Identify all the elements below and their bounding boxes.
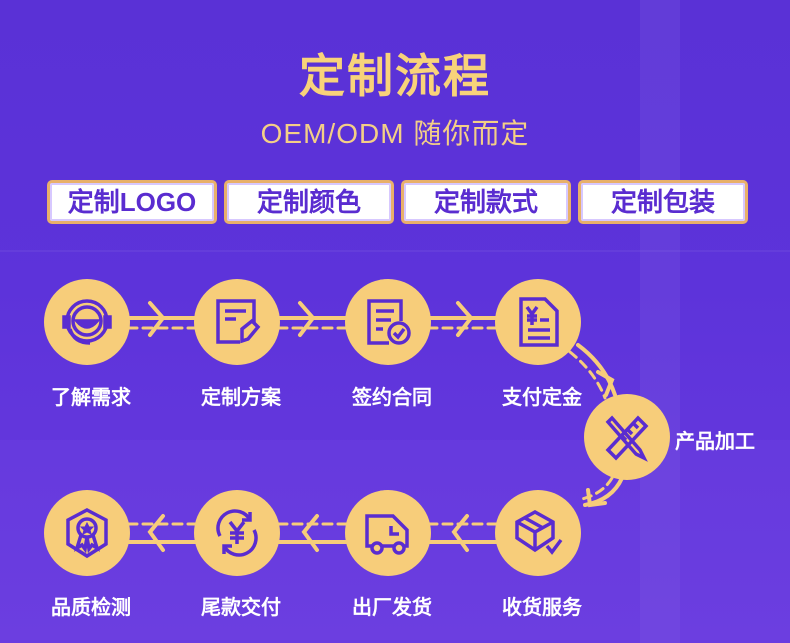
quality-badge-icon: [66, 508, 108, 559]
tag-custom-color: 定制颜色: [224, 180, 394, 224]
connector-row-1: [126, 301, 502, 337]
step-label: 产品加工: [675, 431, 755, 453]
step-receiving-service: [495, 490, 581, 576]
step-final-payment: [194, 490, 280, 576]
ruler-pencil-icon: [605, 415, 649, 462]
step-label: 定制方案: [201, 387, 281, 409]
step-label: 出厂发货: [352, 597, 432, 619]
headset-icon: [62, 299, 112, 345]
step-quality-inspection: [44, 490, 130, 576]
step-sign-contract: [345, 279, 431, 365]
connector-row-2: [126, 514, 502, 552]
page-title: 定制流程: [299, 50, 491, 102]
background-decoration: [0, 250, 790, 252]
step-label: 了解需求: [51, 387, 131, 409]
step-label: 签约合同: [352, 387, 432, 409]
step-production: [584, 394, 670, 480]
truck-icon: [365, 514, 409, 555]
yuan-invoice-icon: [519, 297, 559, 347]
tag-custom-style: 定制款式: [401, 180, 571, 224]
step-label: 支付定金: [502, 387, 582, 409]
contract-check-icon: [367, 299, 411, 345]
connector-curve: [568, 343, 624, 508]
step-understand-needs: [44, 279, 130, 365]
document-tag-icon: [216, 299, 261, 344]
step-custom-plan: [194, 279, 280, 365]
background-decoration: [640, 0, 680, 643]
step-label: 品质检测: [51, 597, 131, 619]
step-label: 尾款交付: [201, 597, 281, 619]
step-pay-deposit: [495, 279, 581, 365]
step-factory-shipping: [345, 490, 431, 576]
tag-custom-logo: 定制LOGO: [47, 180, 217, 224]
yuan-refresh-icon: [216, 509, 258, 557]
page-subtitle: OEM/ODM 随你而定: [260, 118, 530, 149]
package-check-icon: [515, 509, 563, 555]
tag-custom-packaging: 定制包装: [578, 180, 748, 224]
step-label: 收货服务: [502, 597, 582, 619]
